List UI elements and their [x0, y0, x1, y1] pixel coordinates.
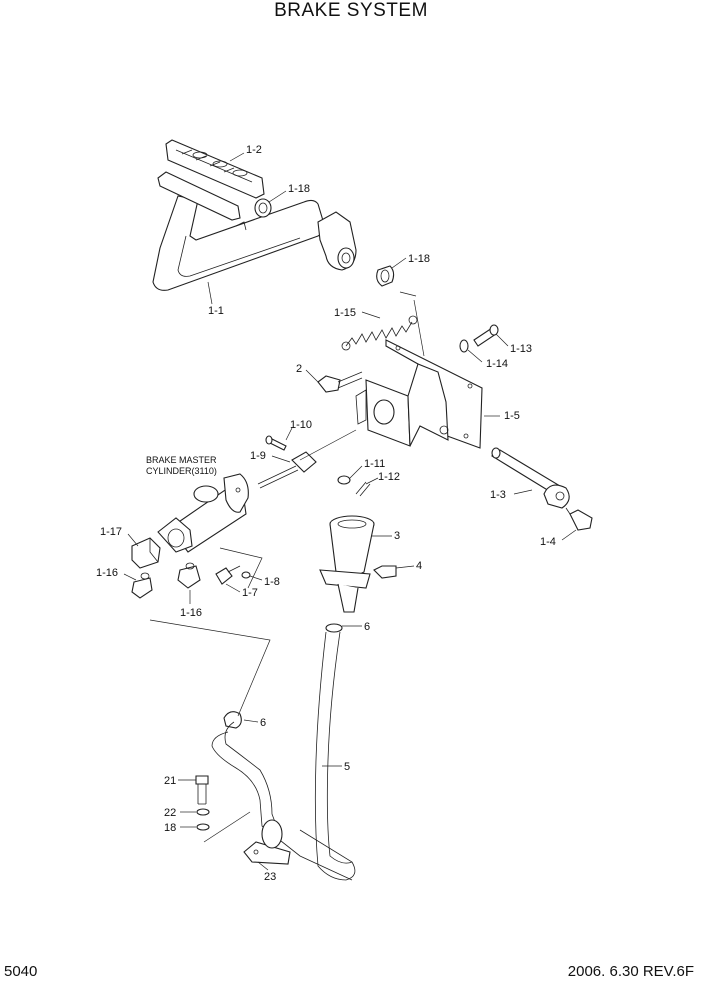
washer-1-8: [241, 571, 251, 579]
label-5: 5: [344, 761, 350, 773]
label-22: 22: [164, 807, 176, 819]
label-1-11: 1-11: [364, 458, 385, 470]
cotter-pin: [355, 481, 371, 497]
return-pipe: [211, 721, 353, 881]
clevis-rod: [257, 451, 317, 489]
clevis-pin: [265, 435, 287, 451]
label-21: 21: [164, 775, 176, 787]
pin-1-11: [337, 475, 351, 485]
bolt-1-13: [473, 324, 499, 347]
return-spring: [341, 315, 418, 351]
pedal-bracket: [355, 339, 483, 449]
label-1-18-upper: 1-18: [288, 183, 310, 195]
caption-line-2: CYLINDER(3110): [146, 466, 217, 476]
label-1-2: 1-2: [246, 144, 262, 156]
revision-date: 2006. 6.30 REV.6F: [567, 963, 694, 980]
fitting-block: [131, 537, 161, 569]
fitting-1-16-left: [131, 572, 153, 599]
bolt-1-7: [215, 565, 241, 585]
label-4: 4: [416, 560, 422, 572]
washer-1-14: [459, 339, 469, 353]
brake-fluid-reservoir: [319, 515, 375, 613]
label-1-13: 1-13: [510, 343, 532, 355]
brake-pedal-assembly: [152, 139, 357, 291]
label-1-9: 1-9: [250, 450, 266, 462]
brake-hose: [299, 631, 356, 881]
label-3: 3: [394, 530, 400, 542]
brake-master-cylinder: [157, 473, 249, 553]
label-23: 23: [264, 871, 276, 883]
bolt-2: [317, 371, 363, 393]
label-1-18-lower: 1-18: [408, 253, 430, 265]
label-1-14: 1-14: [486, 358, 508, 370]
page-title: BRAKE SYSTEM: [274, 0, 428, 21]
label-2: 2: [296, 363, 302, 375]
bolt-4: [373, 565, 397, 579]
label-1-12: 1-12: [378, 471, 400, 483]
washer-22: [196, 808, 210, 816]
label-1-15: 1-15: [334, 307, 356, 319]
label-1-8: 1-8: [264, 576, 280, 588]
label-1-4: 1-4: [540, 536, 556, 548]
label-1-7: 1-7: [242, 587, 258, 599]
clamp-bracket: [243, 819, 291, 865]
label-1-3: 1-3: [490, 489, 506, 501]
label-6-upper: 6: [364, 621, 370, 633]
label-1-5: 1-5: [504, 410, 520, 422]
pedal-shaft: [491, 447, 570, 509]
label-1-17: 1-17: [100, 526, 122, 538]
fitting-1-16-right: [177, 562, 201, 589]
label-1-1: 1-1: [208, 305, 224, 317]
caption-line-1: BRAKE MASTER: [146, 455, 217, 465]
hose-clamp-upper: [325, 623, 343, 633]
washer-18: [196, 823, 210, 831]
label-1-16-right: 1-16: [180, 607, 202, 619]
bushing-lower: [376, 265, 395, 287]
page-number: 5040: [4, 963, 38, 980]
bolt-1-4: [565, 507, 593, 531]
label-18: 18: [164, 822, 176, 834]
bolt-21: [195, 775, 209, 805]
label-6-lower: 6: [260, 717, 266, 729]
label-1-16-left: 1-16: [96, 567, 118, 579]
bushing-upper: [254, 198, 272, 218]
leader-lines: [123, 152, 577, 871]
hose-clamp-lower: [223, 711, 242, 729]
label-1-10: 1-10: [290, 419, 312, 431]
